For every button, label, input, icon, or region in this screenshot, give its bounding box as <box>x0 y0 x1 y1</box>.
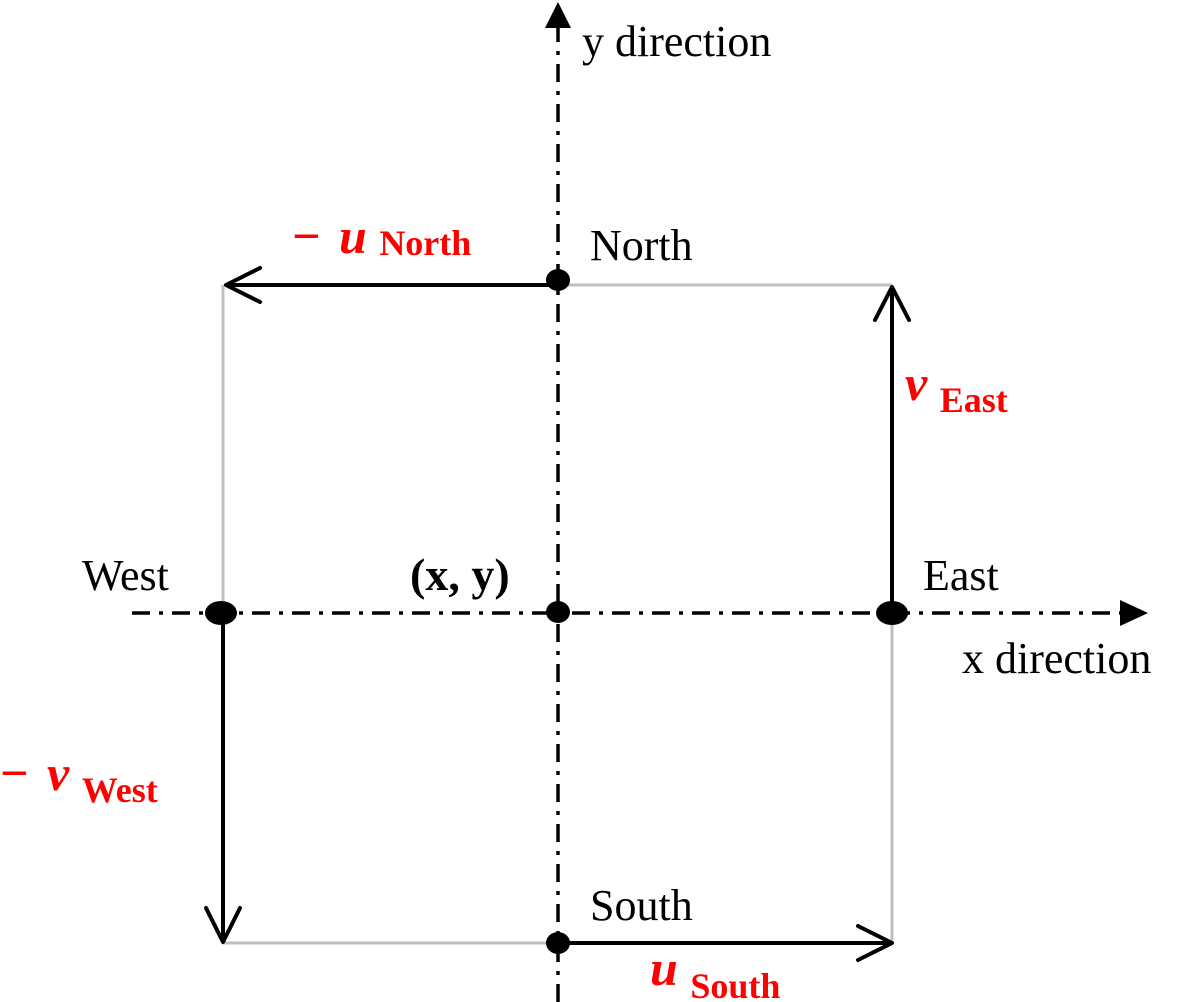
vector-east-head <box>873 285 911 322</box>
node-north <box>546 269 570 291</box>
vector-south-symbol: u <box>650 940 678 996</box>
vector-north-head <box>224 266 262 304</box>
west-label: West <box>82 551 169 600</box>
vector-north-sign: − <box>292 208 321 264</box>
center-label: (x, y) <box>410 549 510 600</box>
x-axis-label: x direction <box>962 634 1151 683</box>
cell-boundary <box>221 283 894 945</box>
vector-south-head <box>856 924 894 962</box>
axes <box>132 24 1128 1002</box>
vector-south-label: u South <box>650 940 780 1002</box>
node-west <box>205 601 237 625</box>
y-axis-label: y direction <box>582 17 771 66</box>
vector-west-label: − v West <box>0 745 158 810</box>
vector-west-sign: − <box>0 745 29 801</box>
north-label: North <box>590 221 693 270</box>
vector-east-label: v East <box>905 355 1008 420</box>
node-center <box>546 601 570 623</box>
vector-north-symbol: u <box>339 208 367 264</box>
y-axis-arrowhead <box>545 2 571 28</box>
x-axis-arrowhead <box>1120 600 1148 626</box>
vector-west-symbol: v <box>47 745 70 801</box>
vector-north-label: − u North <box>292 208 471 264</box>
vectors <box>204 266 911 962</box>
vector-east-symbol: v <box>905 355 928 411</box>
vector-west-head <box>204 906 242 944</box>
nodes <box>205 269 908 954</box>
vector-north-subscript: North <box>379 223 471 263</box>
node-south <box>546 932 570 954</box>
east-label: East <box>923 551 999 600</box>
vector-east-subscript: East <box>940 380 1008 420</box>
vector-west-subscript: West <box>82 770 158 810</box>
south-label: South <box>590 881 693 930</box>
node-east <box>876 601 908 625</box>
vector-south-subscript: South <box>690 966 780 1002</box>
